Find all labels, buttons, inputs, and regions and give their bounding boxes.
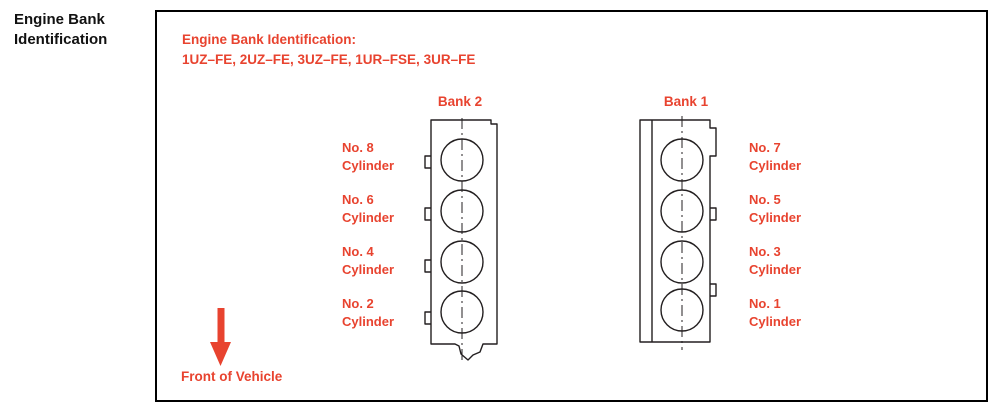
cylinder-label: No. 1 Cylinder	[749, 295, 801, 331]
cylinder-number: No. 6	[342, 192, 374, 207]
cylinder-number: No. 5	[749, 192, 781, 207]
cylinder-word: Cylinder	[749, 210, 802, 226]
cylinder-word: Cylinder	[749, 314, 802, 330]
cylinder-number: No. 2	[342, 296, 374, 311]
cylinder-label: No. 5 Cylinder	[749, 191, 801, 227]
cylinder-number: No. 3	[749, 244, 781, 259]
cylinder-number: No. 7	[749, 140, 781, 155]
engine-codes-line: 1UZ–FE, 2UZ–FE, 3UZ–FE, 1UR–FSE, 3UR–FE	[182, 52, 476, 68]
cylinder-word: Cylinder	[342, 262, 395, 278]
cylinder-label: No. 8 Cylinder	[342, 139, 394, 175]
cylinder-label: No. 3 Cylinder	[749, 243, 801, 279]
front-of-vehicle-label: Front of Vehicle	[181, 369, 283, 384]
cylinder-word: Cylinder	[749, 158, 802, 174]
cylinder-label: No. 4 Cylinder	[342, 243, 394, 279]
diagram-title-line1: Engine Bank Identification:	[182, 32, 357, 47]
cylinder-number: No. 4	[342, 244, 374, 259]
engine-block-bank1-drawing	[639, 116, 717, 350]
bank1-label: Bank 1	[663, 94, 709, 109]
page-title: Engine Bank Identification	[14, 11, 108, 48]
front-of-vehicle-arrow-icon	[210, 308, 231, 366]
bank2-label: Bank 2	[437, 94, 483, 109]
cylinder-word: Cylinder	[342, 314, 395, 330]
cylinder-number: No. 8	[342, 140, 374, 155]
cylinder-label: No. 7 Cylinder	[749, 139, 801, 175]
cylinder-word: Cylinder	[749, 262, 802, 278]
cylinder-label: No. 2 Cylinder	[342, 295, 394, 331]
cylinder-label: No. 6 Cylinder	[342, 191, 394, 227]
cylinder-word: Cylinder	[342, 158, 395, 174]
cylinder-word: Cylinder	[342, 210, 395, 226]
diagram-title: Engine Bank Identification: 1UZ–FE, 2UZ–…	[182, 30, 475, 71]
diagram-frame: Engine Bank Identification: 1UZ–FE, 2UZ–…	[155, 10, 988, 402]
engine-block-bank2-drawing	[424, 118, 498, 362]
cylinder-number: No. 1	[749, 296, 781, 311]
